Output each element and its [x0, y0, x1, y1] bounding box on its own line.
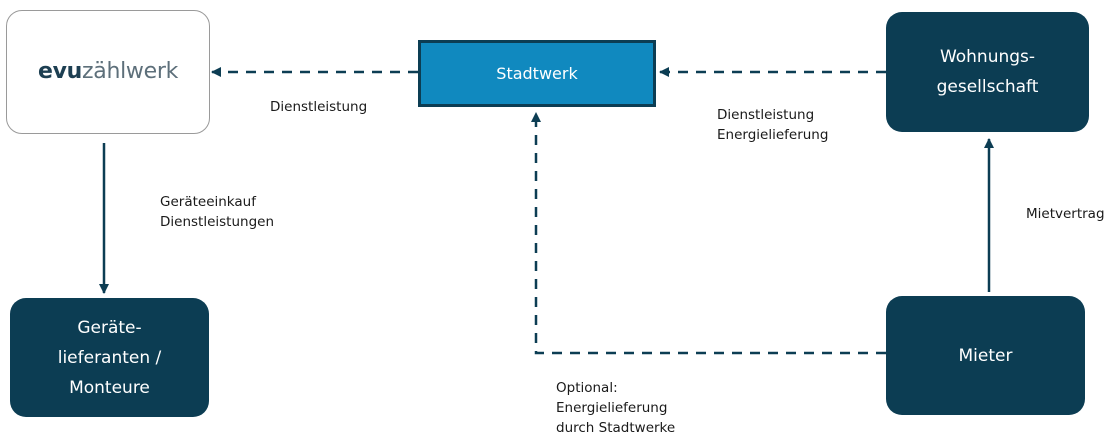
wohnungsgesellschaft-node: Wohnungs- gesellschaft: [886, 12, 1089, 132]
wohnungsgesellschaft-line-1: Wohnungs-: [939, 47, 1036, 67]
wohnungsgesellschaft-line-2: gesellschaft: [936, 77, 1039, 97]
optional-line-1: Optional:: [556, 380, 618, 396]
geraetelieferanten-line-1: Geräte-: [77, 317, 142, 338]
geraetelieferanten-line-3: Monteure: [69, 377, 150, 398]
geraeteeinkauf-line-1: Geräteeinkauf: [160, 194, 256, 210]
edge-label-optional: Optional: Energielieferung durch Stadtwe…: [556, 378, 675, 438]
dienstleistung-left-line-1: Dienstleistung: [270, 99, 368, 115]
stadtwerk-label: Stadtwerk: [496, 64, 578, 83]
mieter-node: Mieter: [886, 296, 1085, 415]
evu-zaehlwerk-logo: evuzählwerk: [38, 61, 178, 83]
optional-line-3: durch Stadtwerke: [556, 420, 676, 436]
edge-mieter-to-stadtwerk: [531, 112, 886, 355]
dienstleistung-right-line-1: Dienstleistung: [717, 107, 815, 123]
geraetelieferanten-line-2: lieferanten /: [57, 347, 162, 368]
mieter-label: Mieter: [958, 345, 1013, 366]
edge-label-mietvertrag: Mietvertrag: [1026, 204, 1105, 224]
mietvertrag-line-1: Mietvertrag: [1026, 206, 1105, 222]
logo-light-part: zählwerk: [82, 59, 179, 84]
stadtwerk-node: Stadtwerk: [418, 40, 656, 107]
dienstleistung-right-line-2: Energielieferung: [717, 127, 829, 143]
logo-bold-part: evu: [37, 59, 83, 84]
geraetelieferanten-node: Geräte- lieferanten / Monteure: [10, 298, 209, 417]
edge-label-dienstleistung-right: Dienstleistung Energielieferung: [717, 105, 828, 145]
evu-zaehlwerk-node: evuzählwerk: [6, 10, 210, 134]
edge-label-geraeteeinkauf: Geräteeinkauf Dienstleistungen: [160, 192, 274, 232]
optional-line-2: Energielieferung: [556, 400, 668, 416]
edge-label-dienstleistung-left: Dienstleistung: [270, 97, 367, 117]
geraeteeinkauf-line-2: Dienstleistungen: [160, 214, 275, 230]
